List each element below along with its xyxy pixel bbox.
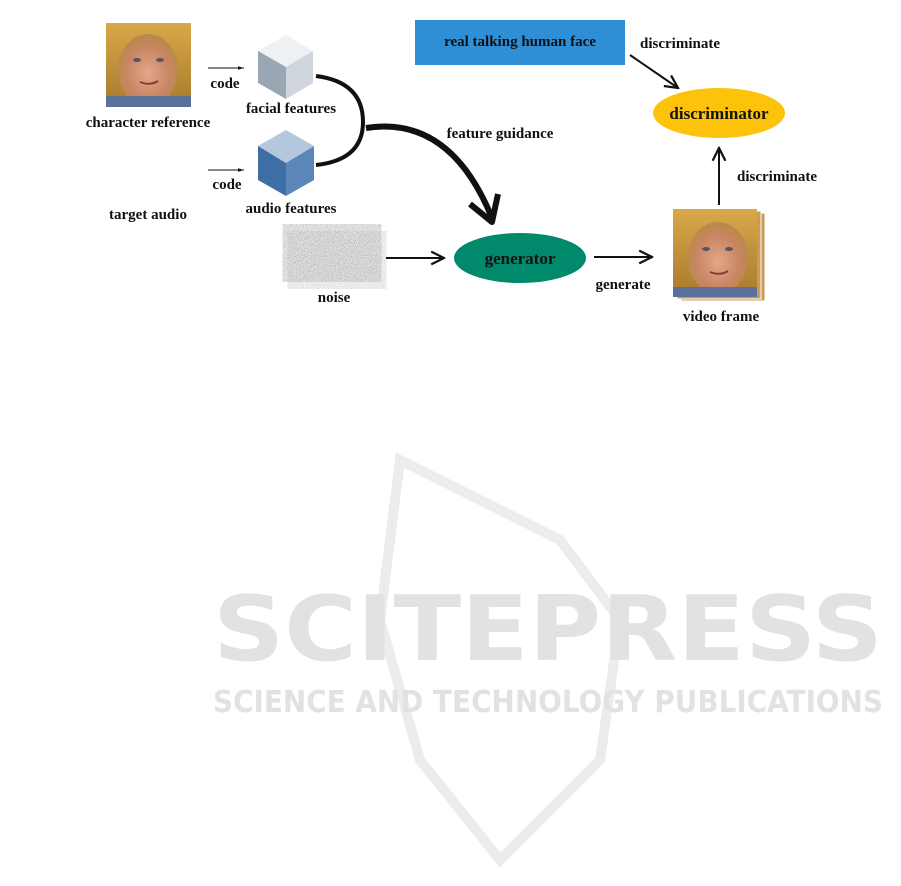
feature-guidance-label: feature guidance [447, 126, 554, 142]
discriminate-fake-label: discriminate [737, 169, 817, 185]
feature-guidance-arrowhead [468, 193, 501, 225]
watermark-subtitle: SCIENCE AND TECHNOLOGY PUBLICATIONS [213, 685, 883, 720]
character-reference-label: character reference [86, 115, 211, 131]
discriminator-node [653, 88, 785, 138]
discriminate-real-arrow [629, 54, 678, 88]
code-label-face: code [210, 76, 240, 92]
feature-guidance-arrow [365, 123, 495, 220]
code-label-audio: code [212, 177, 242, 193]
generator-label: generator [485, 249, 556, 268]
target-audio-label: target audio [109, 207, 187, 223]
audio-waveform-icon [83, 138, 197, 198]
real-face-box [415, 20, 625, 65]
video-frame-stack [673, 209, 766, 302]
generator-node [454, 233, 586, 283]
discriminator-label: discriminator [669, 104, 769, 123]
video-frame-label: video frame [683, 309, 760, 325]
noise-image [291, 229, 378, 284]
facial-features-label: facial features [246, 101, 336, 117]
generate-label: generate [596, 277, 651, 293]
feature-merge-curve [315, 74, 366, 167]
character-reference-image [106, 23, 191, 107]
noise-label: noise [318, 290, 351, 306]
audio-features-label: audio features [246, 201, 337, 217]
real-face-label: real talking human face [444, 34, 596, 50]
watermark-title: SCITEPRESS [213, 577, 883, 682]
audio-features-cube-icon [258, 130, 314, 196]
facial-features-cube-icon [258, 35, 313, 99]
watermark: SCITEPRESS SCIENCE AND TECHNOLOGY PUBLIC… [213, 452, 883, 868]
discriminate-real-label: discriminate [640, 36, 720, 52]
